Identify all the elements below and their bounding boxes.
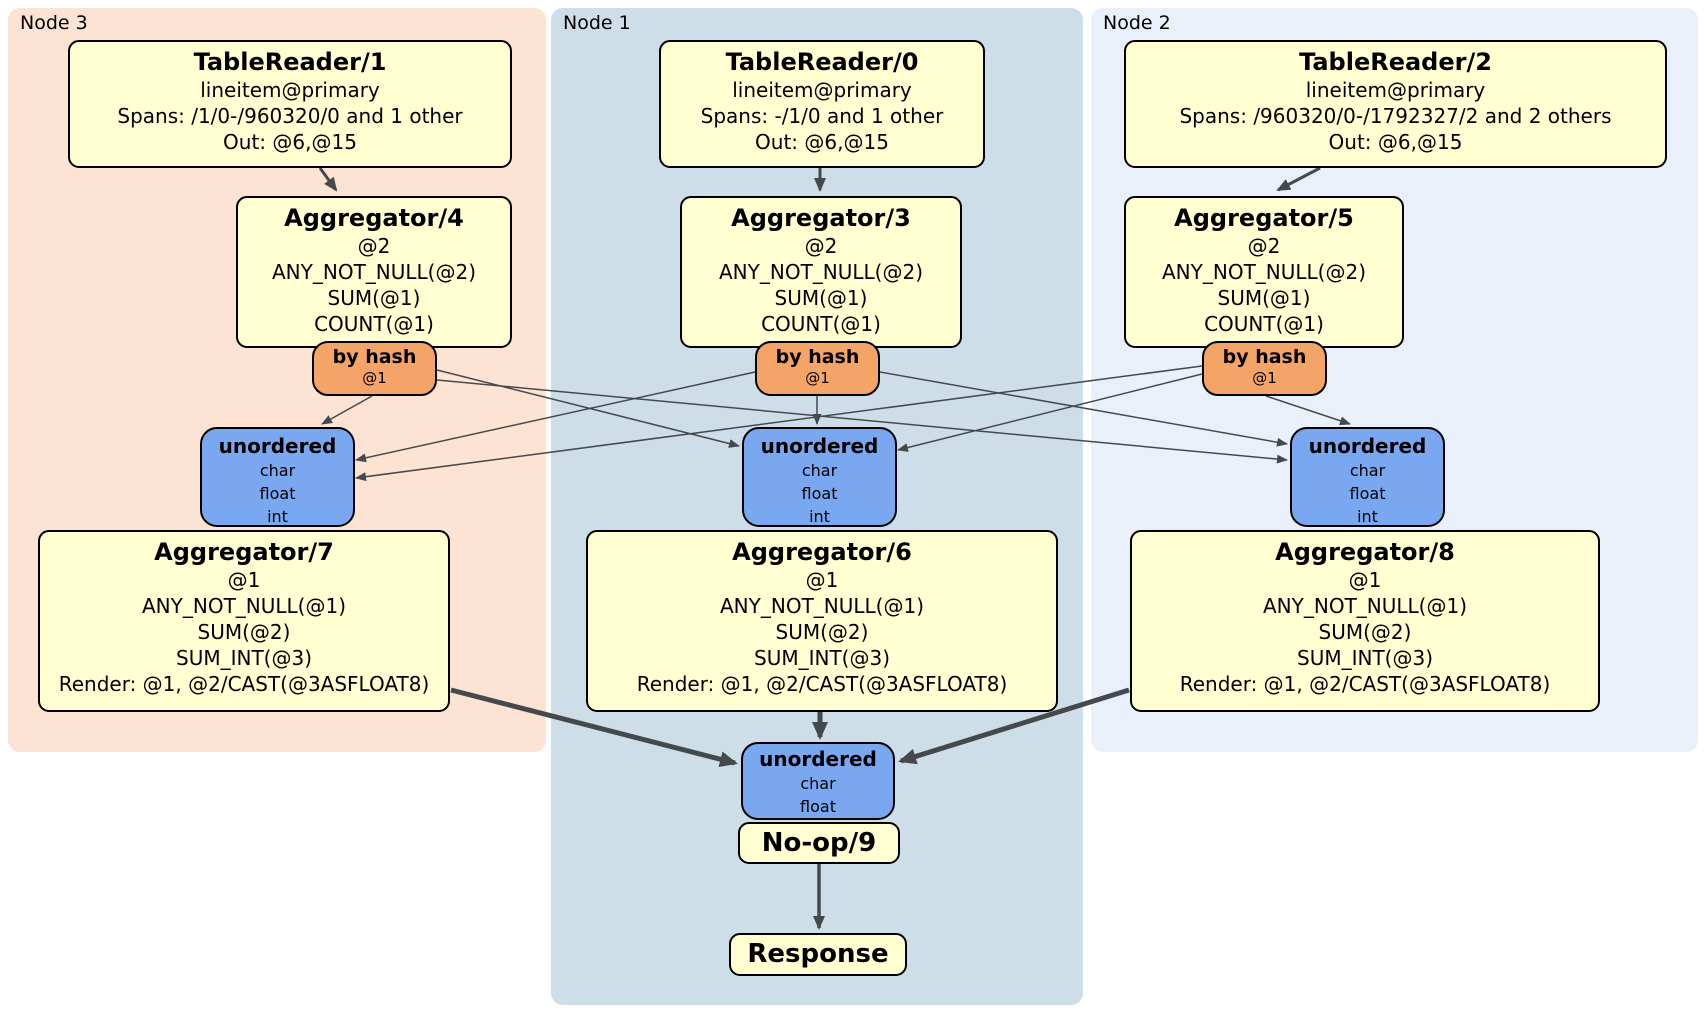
router-line: @1 (805, 369, 830, 387)
unordered-sync-node1: unordered char float int (742, 427, 897, 527)
box-line: SUM(@2) (197, 620, 291, 644)
box-line: SUM(@2) (775, 620, 869, 644)
sync-line: char (1349, 461, 1386, 480)
box-line: SUM(@2) (1318, 620, 1412, 644)
box-line: @1 (1348, 568, 1382, 592)
box-title: Aggregator/3 (731, 204, 911, 232)
aggregator-3-box: Aggregator/3 @2 ANY_NOT_NULL(@2) SUM(@1)… (680, 196, 962, 348)
box-line: lineitem@primary (732, 78, 912, 102)
node1-label: Node 1 (563, 12, 631, 34)
box-line: Out: @6,@15 (1328, 130, 1463, 154)
box-line: Render: @1, @2/CAST(@3ASFLOAT8) (636, 672, 1008, 696)
box-title: Aggregator/6 (732, 538, 912, 566)
aggregator-4-box: Aggregator/4 @2 ANY_NOT_NULL(@2) SUM(@1)… (236, 196, 512, 348)
box-line: Out: @6,@15 (223, 130, 357, 154)
box-title: TableReader/2 (1299, 48, 1492, 76)
box-title: Aggregator/5 (1174, 204, 1354, 232)
aggregator-7-box: Aggregator/7 @1 ANY_NOT_NULL(@1) SUM(@2)… (38, 530, 450, 712)
router-title: by hash (332, 346, 417, 368)
box-line: @1 (227, 568, 261, 592)
box-line: Spans: -/1/0 and 1 other (700, 104, 944, 128)
box-line: ANY_NOT_NULL(@2) (1162, 260, 1366, 284)
box-title: Aggregator/8 (1275, 538, 1455, 566)
sync-line: float (800, 797, 836, 816)
router-title: by hash (775, 346, 860, 368)
box-line: Render: @1, @2/CAST(@3ASFLOAT8) (1179, 672, 1551, 696)
box-line: Spans: /960320/0-/1792327/2 and 2 others (1179, 104, 1612, 128)
sync-line: int (809, 507, 830, 526)
table-reader-0-box: TableReader/0 lineitem@primary Spans: -/… (659, 40, 985, 168)
box-line: @2 (1247, 234, 1281, 258)
box-line: Out: @6,@15 (755, 130, 889, 154)
box-line: Spans: /1/0-/960320/0 and 1 other (117, 104, 463, 128)
router-line: @1 (362, 369, 387, 387)
box-line: @2 (804, 234, 838, 258)
box-line: SUM(@1) (327, 286, 421, 310)
box-line: COUNT(@1) (314, 312, 434, 336)
unordered-sync-node2: unordered char float int (1290, 427, 1445, 527)
sync-line: float (1349, 484, 1386, 503)
box-line: lineitem@primary (1305, 78, 1486, 102)
aggregator-6-box: Aggregator/6 @1 ANY_NOT_NULL(@1) SUM(@2)… (586, 530, 1058, 712)
sync-line: int (267, 507, 288, 526)
box-title: Response (747, 939, 889, 969)
box-title: No-op/9 (761, 828, 877, 858)
box-line: ANY_NOT_NULL(@1) (1263, 594, 1467, 618)
box-line: COUNT(@1) (1204, 312, 1324, 336)
sync-line: char (800, 774, 836, 793)
sync-line: float (259, 484, 296, 503)
sync-title: unordered (1308, 434, 1427, 458)
sync-title: unordered (759, 747, 877, 771)
box-line: SUM_INT(@3) (176, 646, 312, 670)
aggregator-8-box: Aggregator/8 @1 ANY_NOT_NULL(@1) SUM(@2)… (1130, 530, 1600, 712)
aggregator-5-box: Aggregator/5 @2 ANY_NOT_NULL(@2) SUM(@1)… (1124, 196, 1404, 348)
table-reader-1-box: TableReader/1 lineitem@primary Spans: /1… (68, 40, 512, 168)
box-line: Render: @1, @2/CAST(@3ASFLOAT8) (58, 672, 430, 696)
box-line: SUM_INT(@3) (754, 646, 890, 670)
router-line: @1 (1252, 369, 1277, 387)
box-title: Aggregator/7 (154, 538, 334, 566)
box-line: lineitem@primary (200, 78, 380, 102)
sync-line: int (1357, 507, 1378, 526)
table-reader-2-box: TableReader/2 lineitem@primary Spans: /9… (1124, 40, 1667, 168)
box-line: SUM(@1) (1217, 286, 1311, 310)
hash-router-node1: by hash @1 (755, 341, 880, 396)
sync-line: char (801, 461, 838, 480)
box-title: TableReader/0 (725, 48, 919, 76)
box-title: Aggregator/4 (284, 204, 464, 232)
node2-label: Node 2 (1103, 12, 1171, 34)
sync-line: float (801, 484, 838, 503)
unordered-sync-node3: unordered char float int (200, 427, 355, 527)
box-title: TableReader/1 (193, 48, 387, 76)
sync-title: unordered (760, 434, 879, 458)
box-line: ANY_NOT_NULL(@2) (272, 260, 476, 284)
hash-router-node2: by hash @1 (1202, 341, 1327, 396)
hash-router-node3: by hash @1 (312, 341, 437, 396)
router-title: by hash (1222, 346, 1307, 368)
sync-line: char (259, 461, 296, 480)
noop-9-box: No-op/9 (738, 822, 900, 864)
box-line: @1 (805, 568, 839, 592)
box-line: SUM_INT(@3) (1297, 646, 1433, 670)
box-line: ANY_NOT_NULL(@1) (142, 594, 346, 618)
node3-label: Node 3 (20, 12, 88, 34)
box-line: ANY_NOT_NULL(@1) (720, 594, 924, 618)
box-line: SUM(@1) (774, 286, 868, 310)
sync-title: unordered (218, 434, 337, 458)
unordered-sync-final: unordered char float (741, 742, 895, 820)
box-line: ANY_NOT_NULL(@2) (719, 260, 923, 284)
box-line: COUNT(@1) (761, 312, 881, 336)
response-box: Response (729, 933, 907, 976)
box-line: @2 (357, 234, 391, 258)
